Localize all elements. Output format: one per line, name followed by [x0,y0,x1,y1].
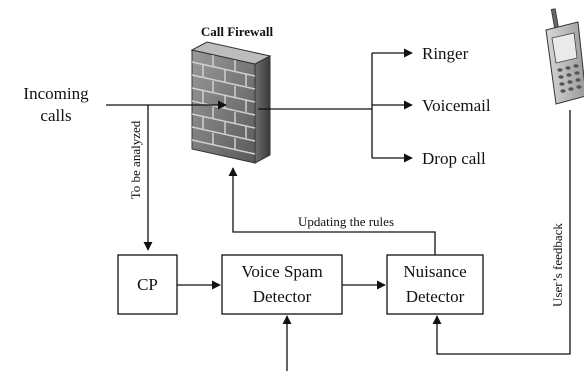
updating-rules-label: Updating the rules [298,214,394,229]
output-drop-call: Drop call [422,149,486,168]
firewall-title: Call Firewall [201,24,274,39]
output-voicemail: Voicemail [422,96,491,115]
updating-rules-arrow [228,167,436,255]
incoming-label-line1: Incoming [23,84,89,103]
output-ringer: Ringer [422,44,469,63]
users-feedback-arrow [432,110,571,355]
firewall-wall-icon [190,41,272,164]
nuisance-detector-box [386,254,484,315]
nuisance-label-line1: Nuisance [403,262,466,281]
to-be-analyzed-label: To be analyzed [128,120,143,199]
incoming-label-line2: calls [40,106,71,125]
nuisance-label-line2: Detector [406,287,465,306]
voice-spam-label-line2: Detector [253,287,312,306]
voice-spam-detector-box [221,254,343,315]
cp-box [117,254,178,315]
cp-label: CP [137,275,158,294]
voice-spam-label-line1: Voice Spam [241,262,322,281]
mobile-phone-icon [545,8,584,105]
users-feedback-label: User’s feedback [550,223,565,307]
